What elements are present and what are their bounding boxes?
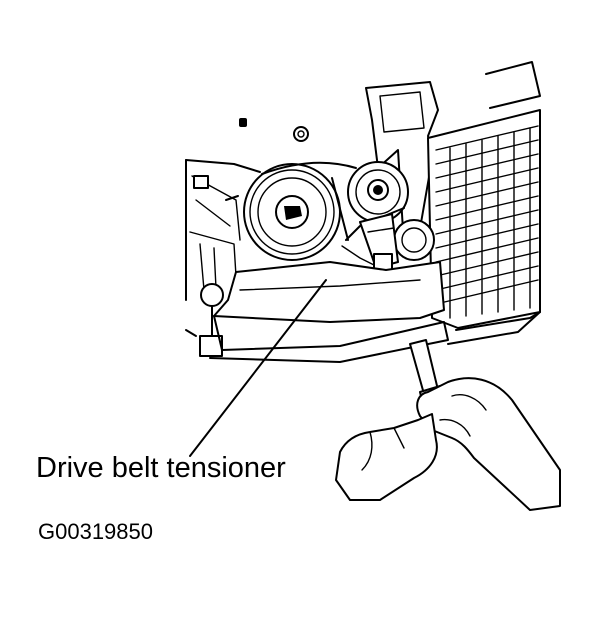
grille-slat — [435, 279, 539, 305]
grille-slat — [435, 195, 539, 221]
grille-slat — [435, 153, 539, 179]
tensioner-arm — [359, 213, 399, 271]
figure-id: G00319850 — [38, 519, 153, 544]
callout-leader — [189, 279, 327, 457]
grille-slat — [435, 181, 539, 207]
grille-slat — [435, 139, 539, 165]
grille-slat — [435, 251, 539, 277]
grille-slat — [435, 265, 539, 291]
crankshaft-pulley — [243, 163, 341, 261]
lower-pulley — [393, 219, 435, 261]
hands — [335, 377, 561, 511]
grille-slat — [435, 237, 539, 263]
grille-slat — [435, 209, 539, 235]
engine-frame — [185, 159, 261, 357]
splash-shield — [209, 261, 449, 363]
block-fasteners — [239, 118, 309, 142]
grille-slat — [435, 125, 539, 151]
idler-pulley — [347, 161, 409, 223]
grille-slat — [435, 223, 539, 249]
callout-label: Drive belt tensioner — [36, 452, 286, 484]
grille-slat — [435, 167, 539, 193]
